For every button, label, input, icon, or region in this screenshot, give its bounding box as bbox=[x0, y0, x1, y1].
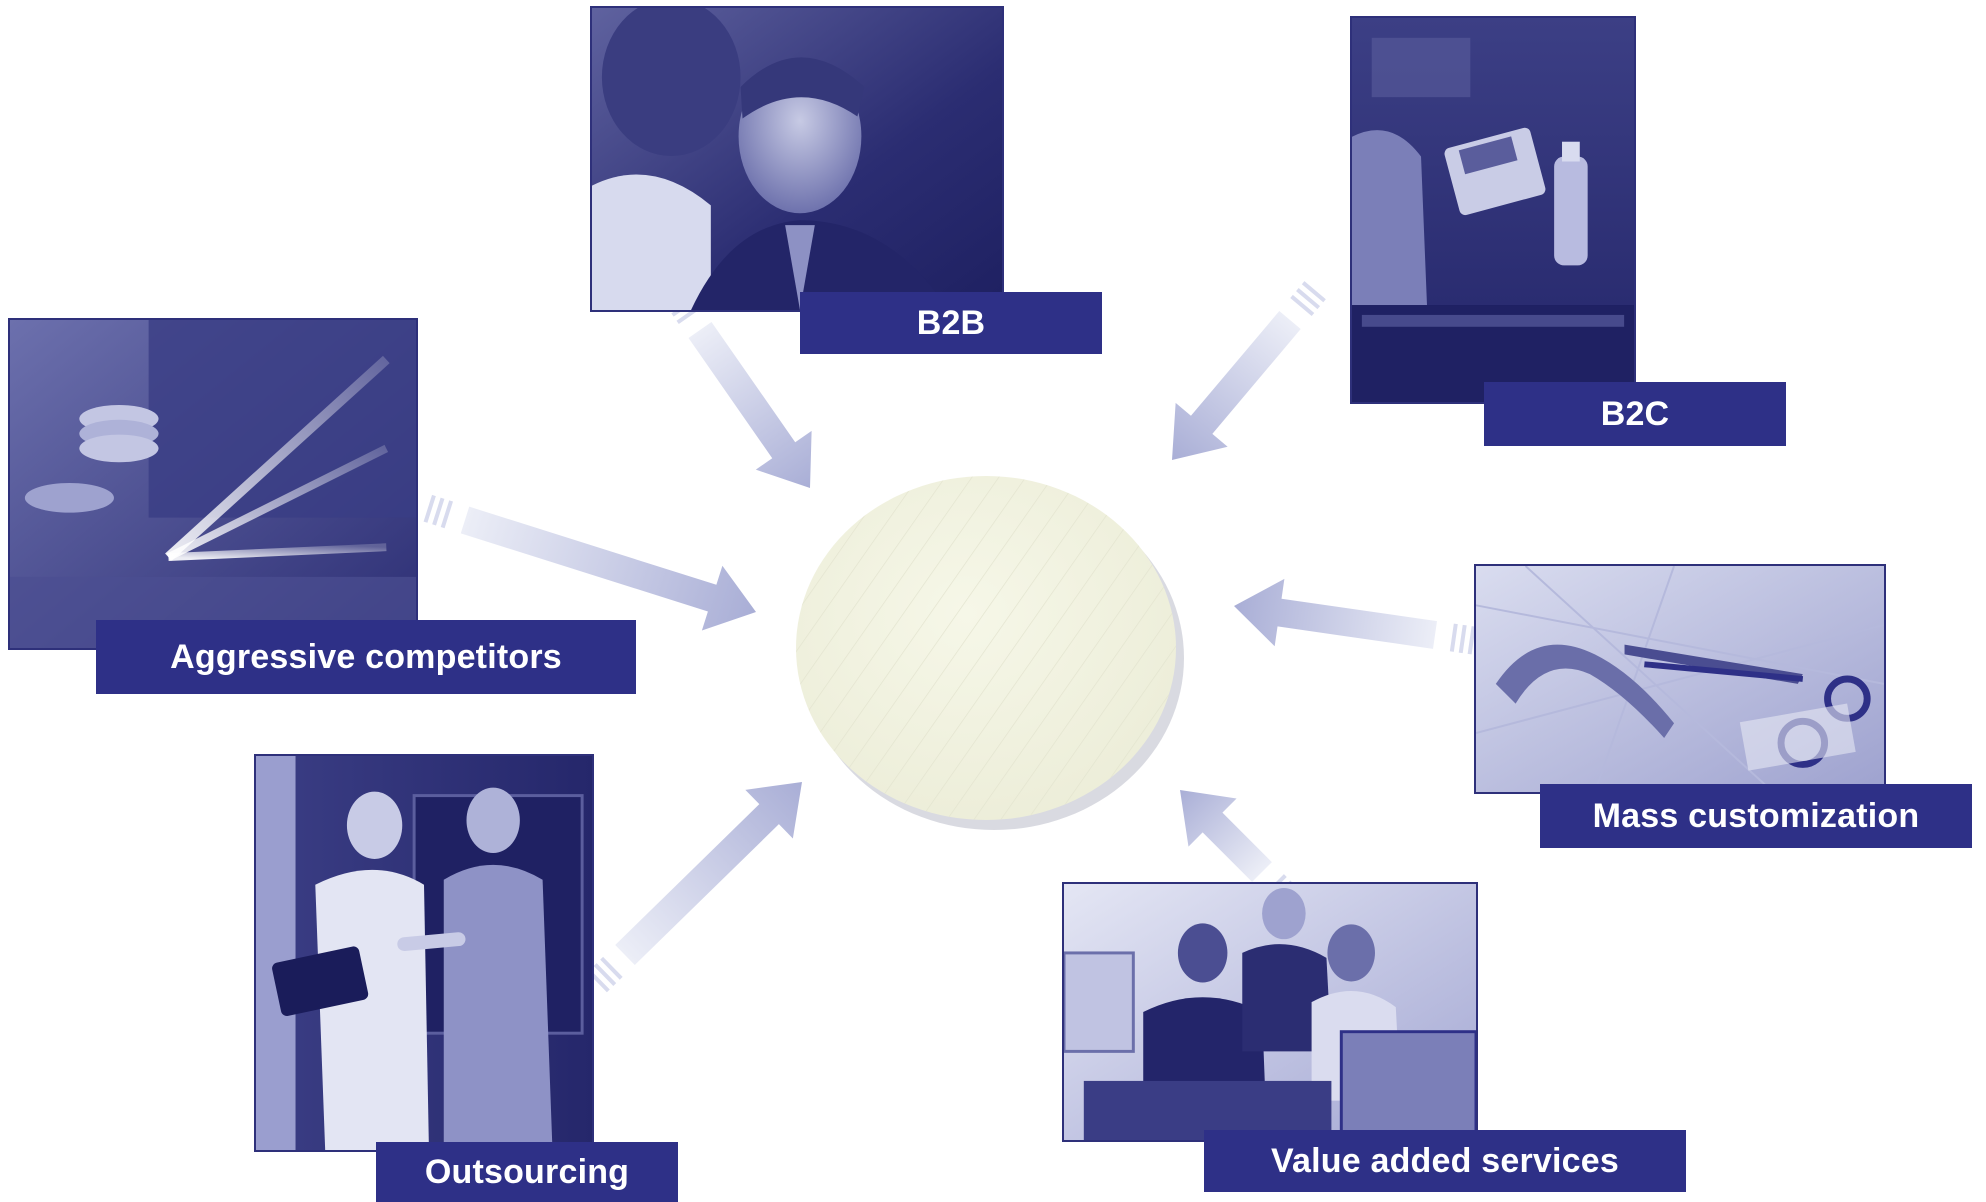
arrow-tail-stripe bbox=[440, 500, 454, 529]
value-added-services-label: Value added services bbox=[1204, 1130, 1686, 1192]
retail-checkout-photo-icon bbox=[1352, 18, 1634, 402]
arrow-tail-stripe bbox=[1301, 281, 1326, 303]
arrow-tail-stripe bbox=[593, 963, 617, 986]
arrow-b2b bbox=[666, 289, 812, 488]
arrow-body bbox=[1180, 790, 1272, 882]
arrow-body bbox=[688, 322, 812, 488]
arrow-body bbox=[1172, 310, 1301, 460]
arrow-tail-stripe bbox=[432, 497, 445, 526]
arrow-tail-stripe bbox=[1458, 624, 1467, 654]
aggressive-competitors-label: Aggressive competitors bbox=[96, 620, 636, 694]
b2c-photo bbox=[1350, 16, 1636, 404]
b2c-label: B2C bbox=[1484, 382, 1786, 446]
business-meeting-photo-icon bbox=[592, 8, 1002, 310]
arrow-tail-stripe bbox=[1296, 288, 1321, 310]
arrow-outsourcing bbox=[587, 782, 802, 993]
arrow-b2c bbox=[1172, 281, 1326, 460]
arrow-mass-customization bbox=[1234, 578, 1476, 655]
hub-circle-icon bbox=[796, 476, 1184, 830]
handshake-photo-icon bbox=[256, 756, 592, 1150]
outsourcing-photo bbox=[254, 754, 594, 1152]
aggressive-competitors-photo bbox=[8, 318, 418, 650]
arrow-aggressive-competitors bbox=[423, 494, 756, 631]
arrow-body bbox=[460, 506, 756, 631]
b2b-photo bbox=[590, 6, 1004, 312]
arrow-body bbox=[615, 782, 802, 966]
mass-customization-photo bbox=[1474, 564, 1886, 794]
office-team-photo-icon bbox=[1064, 884, 1476, 1140]
arrow-body bbox=[1234, 578, 1437, 649]
value-added-services-photo bbox=[1062, 882, 1478, 1142]
financial-growth-photo-icon bbox=[10, 320, 416, 648]
arrow-tail-stripe bbox=[423, 494, 436, 523]
b2b-label: B2B bbox=[800, 292, 1102, 354]
tailor-tools-photo-icon bbox=[1476, 566, 1884, 792]
arrow-tail-stripe bbox=[600, 956, 623, 980]
arrow-tail-stripe bbox=[1449, 623, 1458, 652]
mass-customization-label: Mass customization bbox=[1540, 784, 1972, 848]
arrow-tail-stripe bbox=[1290, 294, 1315, 317]
outsourcing-label: Outsourcing bbox=[376, 1142, 678, 1202]
